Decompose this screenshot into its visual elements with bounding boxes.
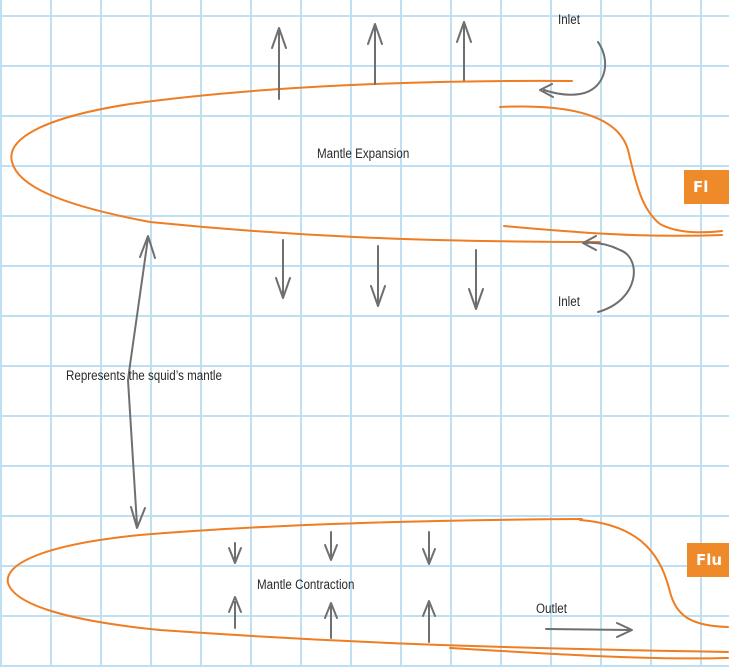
expansion-lower-wall [503,225,723,237]
expansion-arrow-up-3 [456,21,472,81]
contraction-mantle-outline [6,518,729,653]
outlet-arrow [545,622,633,638]
contraction-arrow-up-1 [228,596,242,629]
inlet-top-arrow [539,41,607,98]
expansion-arrow-down-3 [468,249,484,310]
inlet-bottom-arrow [582,235,635,313]
inlet-bottom-label: Inlet [558,294,580,309]
mantle-expansion-label: Mantle Expansion [317,146,410,161]
mantle-note-label: Represents the squid’s mantle [66,368,222,383]
contraction-arrow-down-1 [228,542,242,564]
contraction-arrow-down-3 [422,531,436,565]
contraction-arrow-down-2 [324,531,338,561]
mantle-pointer-arrow [127,235,156,529]
contraction-arrow-up-3 [422,600,436,643]
tag-top: Fl [684,170,729,204]
mantle-contraction-label: Mantle Contraction [257,577,355,592]
expansion-arrow-down-2 [370,245,386,307]
tag-bottom: Flu [687,543,729,577]
expansion-arrow-up-2 [367,23,383,85]
expansion-arrow-down-1 [275,239,291,299]
contraction-lower-wall [449,647,729,660]
outlet-label: Outlet [536,601,567,616]
inlet-top-label: Inlet [558,12,580,27]
expansion-arrow-up-1 [271,27,287,100]
expansion-mantle-outline [10,79,601,243]
expansion-inner-wall [499,105,723,234]
contraction-arrow-up-2 [324,602,338,639]
contraction-inner-wall [579,519,729,628]
